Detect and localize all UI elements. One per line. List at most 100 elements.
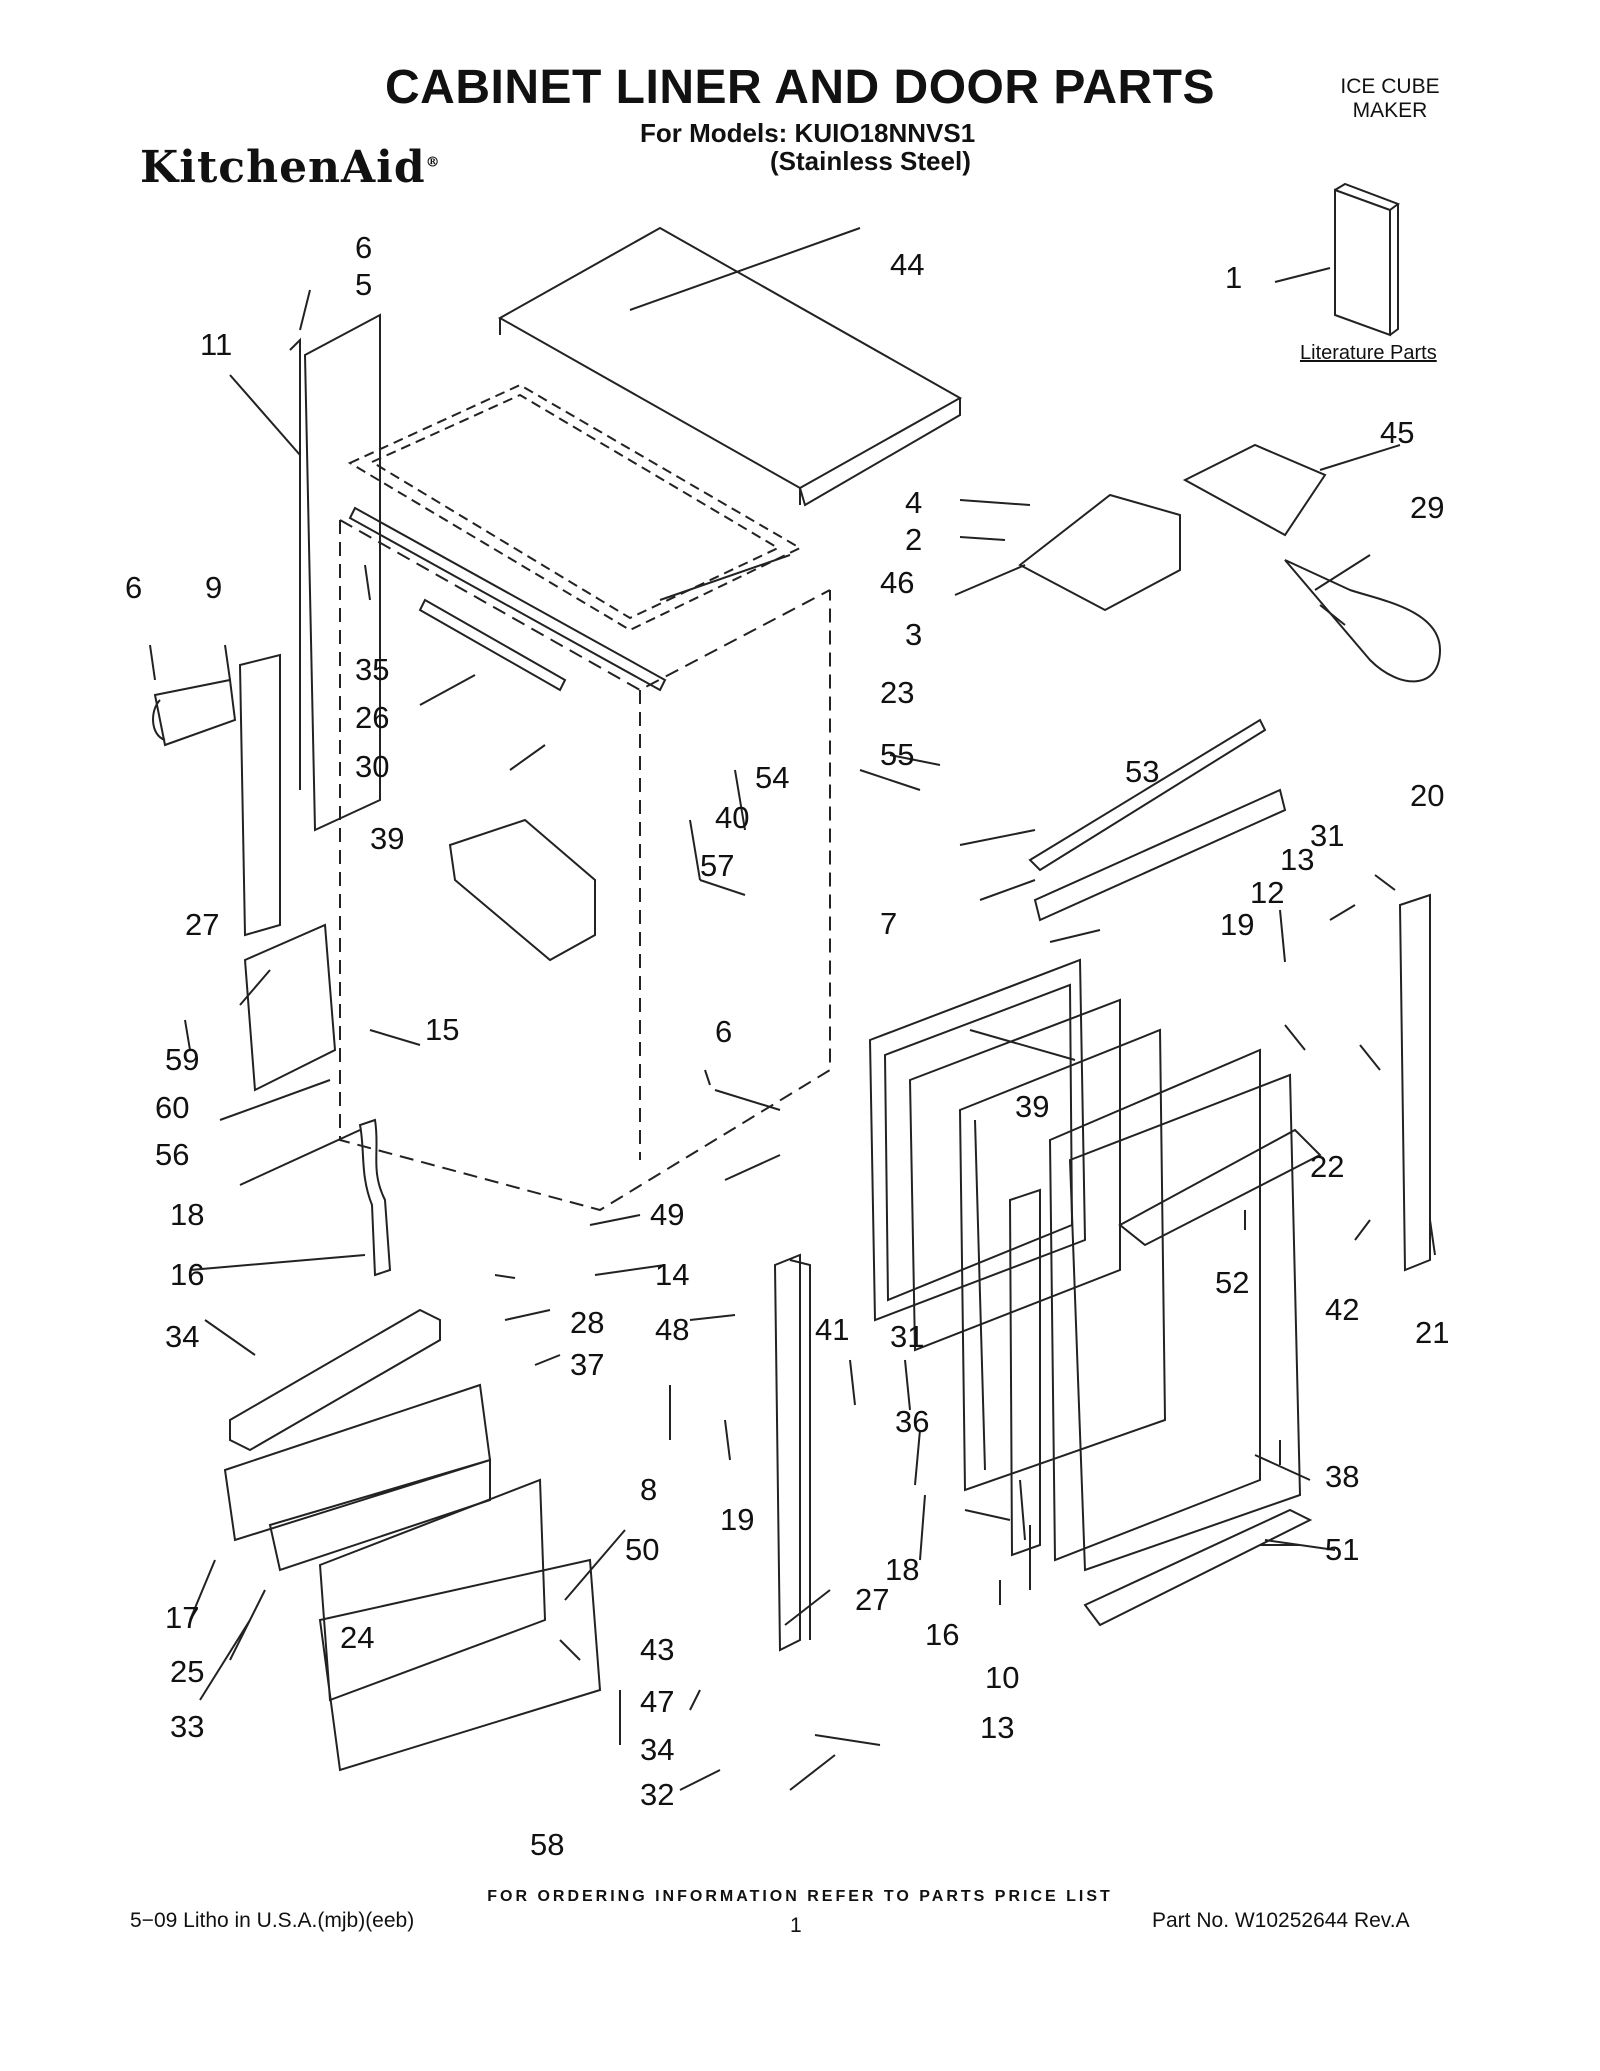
hinge-plate	[152, 678, 237, 747]
rear-seal-strip	[348, 506, 667, 692]
callout-8: 8	[640, 1472, 657, 1507]
door-spacer	[1008, 1188, 1041, 1557]
door-bottom-trim	[1083, 1508, 1313, 1627]
callout-45: 45	[1380, 415, 1414, 450]
literature-booklet	[1334, 182, 1401, 337]
callout-6: 6	[715, 1014, 732, 1049]
part-number: Part No. W10252644 Rev.A	[1152, 1909, 1410, 1932]
callout-5: 5	[355, 267, 372, 302]
door-inner-panel	[958, 1028, 1167, 1492]
callout-20: 20	[1410, 778, 1444, 813]
callout-2: 2	[905, 522, 922, 557]
callout-56: 56	[155, 1137, 189, 1172]
callout-9: 9	[205, 570, 222, 605]
callout-10: 10	[985, 1660, 1019, 1695]
callout-30: 30	[355, 749, 389, 784]
callout-36: 36	[895, 1404, 929, 1439]
callout-60: 60	[155, 1090, 189, 1125]
callout-29: 29	[1410, 490, 1444, 525]
callout-27: 27	[855, 1582, 889, 1617]
top-rail	[418, 598, 567, 692]
litho-line: 5−09 Litho in U.S.A.(mjb)(eeb)	[130, 1909, 415, 1932]
callout-13: 13	[1280, 842, 1314, 877]
grille-panel	[223, 1383, 492, 1572]
registered-mark: ®	[425, 154, 441, 171]
parts-drawing	[149, 182, 1442, 1791]
callout-44: 44	[890, 247, 924, 282]
kick-bracket	[229, 1308, 441, 1452]
callout-14: 14	[655, 1257, 689, 1292]
callout-59: 59	[165, 1042, 199, 1077]
callout-19: 19	[1220, 907, 1254, 942]
ice-scoop	[1284, 559, 1442, 683]
callout-55: 55	[880, 737, 914, 772]
callout-58: 58	[530, 1827, 564, 1862]
side-bracket	[289, 313, 381, 832]
cabinet-liner-outline	[339, 519, 831, 1212]
callout-23: 23	[880, 675, 914, 710]
top-panel	[497, 226, 963, 507]
models-line: For Models: KUIO18NNVS1	[640, 118, 976, 148]
category-line-2: MAKER	[1352, 99, 1428, 122]
callout-6: 6	[355, 230, 372, 265]
callout-16: 16	[170, 1257, 204, 1292]
callout-48: 48	[655, 1312, 689, 1347]
left-trim	[773, 1253, 811, 1652]
callout-13: 13	[980, 1710, 1014, 1745]
callout-40: 40	[715, 800, 749, 835]
callout-15: 15	[425, 1012, 459, 1047]
top-hinge-bracket	[1028, 718, 1287, 922]
callout-19: 19	[720, 1502, 754, 1537]
bin	[448, 818, 596, 962]
callout-6: 6	[125, 570, 142, 605]
callout-43: 43	[640, 1632, 674, 1667]
callout-3: 3	[905, 617, 922, 652]
right-trim	[1398, 893, 1431, 1272]
door-handle	[1118, 1128, 1322, 1247]
callout-22: 22	[1310, 1149, 1344, 1184]
callout-33: 33	[170, 1709, 204, 1744]
callout-17: 17	[165, 1600, 199, 1635]
callout-34: 34	[640, 1732, 674, 1767]
callout-27: 27	[185, 907, 219, 942]
callout-49: 49	[650, 1197, 684, 1232]
callout-25: 25	[170, 1654, 204, 1689]
finish-line: (Stainless Steel)	[770, 146, 971, 176]
callout-50: 50	[625, 1532, 659, 1567]
brand-logo: KitchenAid®	[140, 142, 441, 193]
callout-31: 31	[890, 1319, 924, 1354]
callout-1: 1	[1225, 260, 1242, 295]
callout-26: 26	[355, 700, 389, 735]
callout-54: 54	[755, 760, 789, 795]
callout-11: 11	[200, 327, 232, 362]
callout-51: 51	[1325, 1532, 1359, 1567]
callout-39: 39	[370, 821, 404, 856]
callout-4: 4	[905, 485, 922, 520]
brand-name: KitchenAid	[140, 142, 426, 193]
callout-47: 47	[640, 1684, 674, 1719]
evaporator-bracket	[1018, 493, 1181, 612]
door-liner	[908, 998, 1121, 1352]
callout-16: 16	[925, 1617, 959, 1652]
callout-18: 18	[170, 1197, 204, 1232]
drain-hose	[358, 1118, 392, 1277]
cabinet-top-frame	[347, 383, 803, 632]
callout-39: 39	[1015, 1089, 1049, 1124]
callout-34: 34	[165, 1319, 199, 1354]
callout-53: 53	[1125, 754, 1159, 789]
control-board	[243, 923, 337, 1092]
diffuser	[1182, 443, 1327, 537]
callout-24: 24	[340, 1620, 374, 1655]
door-front-panel	[1068, 1073, 1302, 1572]
callout-52: 52	[1215, 1265, 1249, 1300]
callout-32: 32	[640, 1777, 674, 1812]
callout-57: 57	[700, 848, 734, 883]
callout-35: 35	[355, 652, 389, 687]
ordering-note: FOR ORDERING INFORMATION REFER TO PARTS …	[487, 1888, 1113, 1905]
toe-grille	[318, 1478, 602, 1772]
category-line-1: ICE CUBE	[1340, 75, 1440, 98]
callout-18: 18	[885, 1552, 919, 1587]
literature-parts-label: Literature Parts	[1300, 342, 1437, 364]
